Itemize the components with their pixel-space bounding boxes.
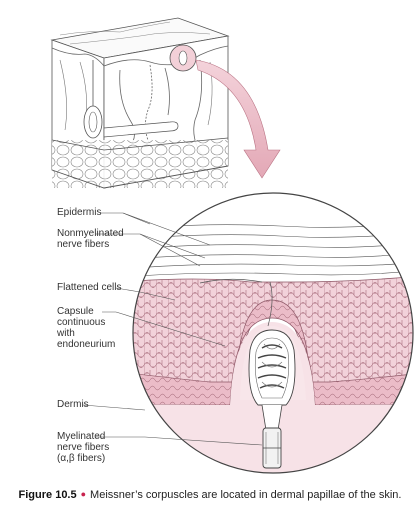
- label-nonmyelinated-nerve-fibers: Nonmyelinated nerve fibers: [57, 228, 124, 250]
- label-myelinated-nerve-fibers: Myelinated nerve fibers (α,β fibers): [57, 431, 110, 464]
- myelinated-nerve-fiber: [262, 427, 282, 469]
- skin-block-illustration: [50, 17, 230, 189]
- caption-text: Meissner’s corpuscles are located in der…: [90, 489, 402, 501]
- magnified-skin-section: [132, 192, 414, 474]
- label-capsule: Capsule continuous with endoneurium: [57, 306, 116, 350]
- magnify-arrow: [195, 59, 281, 179]
- label-epidermis: Epidermis: [57, 207, 102, 218]
- label-dermis: Dermis: [57, 399, 89, 410]
- meissner-corpuscle: [248, 329, 296, 431]
- figure-caption: Figure 10.5●Meissner’s corpuscles are lo…: [0, 489, 420, 501]
- figure-number: Figure 10.5: [18, 489, 77, 501]
- label-leader-lines: [82, 212, 263, 446]
- label-flattened-cells: Flattened cells: [57, 282, 122, 293]
- bullet-icon: ●: [80, 489, 87, 499]
